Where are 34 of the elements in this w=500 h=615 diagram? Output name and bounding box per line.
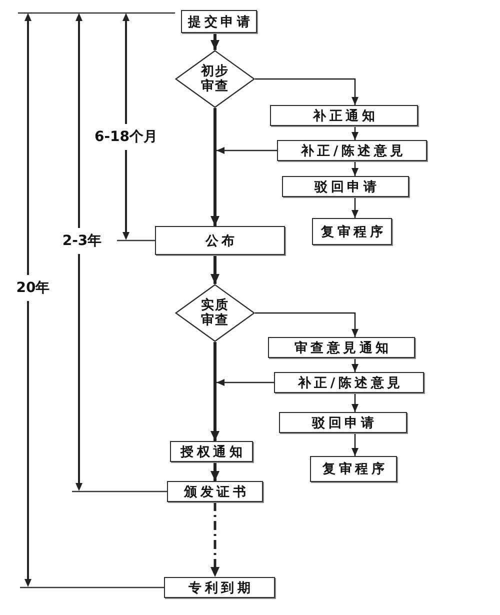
flow-arrow <box>352 358 358 372</box>
process-box: 审查意見通知 <box>268 337 415 358</box>
flow-arrow <box>352 393 358 412</box>
process-box: 提交申请 <box>181 10 257 33</box>
process-box: 复审程序 <box>310 456 397 482</box>
flow-arrow <box>210 502 220 577</box>
decision-diamond: 实质审查 <box>175 284 255 342</box>
merge-arrow <box>216 379 274 386</box>
dimension-label: 2-3年 <box>62 232 102 250</box>
flow-arrow <box>210 342 220 441</box>
merge-arrow <box>216 147 277 154</box>
process-box: 驳回申请 <box>282 176 409 197</box>
process-box: 授权通知 <box>170 441 253 462</box>
flow-arrow <box>255 78 358 105</box>
flow-arrow <box>255 312 358 337</box>
flow-arrow <box>352 126 358 140</box>
flow-arrow <box>210 33 220 50</box>
process-box: 补正/陈述意見 <box>274 372 424 393</box>
decision-diamond: 初步审查 <box>175 50 255 108</box>
process-box: 专利到期 <box>164 577 275 598</box>
flow-arrow <box>352 433 358 456</box>
process-box: 颁发证书 <box>167 481 263 502</box>
flow-arrow <box>210 462 220 481</box>
process-box: 补正/陈述意見 <box>277 140 427 161</box>
process-box: 驳回申请 <box>279 412 407 433</box>
flow-arrow <box>352 197 358 218</box>
process-box: 公布 <box>155 226 285 255</box>
process-box: 补正通知 <box>270 105 418 126</box>
flow-arrow <box>352 161 358 176</box>
dimension-label: 6-18个月 <box>94 128 158 146</box>
flow-arrow <box>210 255 220 284</box>
flow-arrow <box>210 108 220 226</box>
dimension-label: 20年 <box>16 279 50 297</box>
process-box: 复审程序 <box>312 218 392 245</box>
